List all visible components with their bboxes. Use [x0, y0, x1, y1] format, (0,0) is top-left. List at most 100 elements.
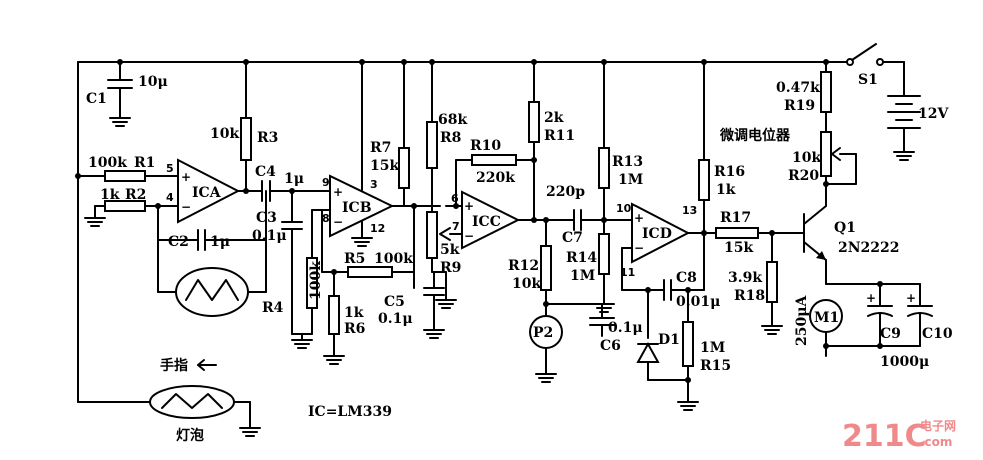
capacitor-c2 [155, 190, 267, 293]
r4-label: R4 [262, 300, 284, 316]
ground-icon [593, 303, 615, 313]
ic-note: IC=LM339 [308, 404, 392, 420]
capacitor-c5 [413, 271, 445, 339]
r15-label: R15 [700, 358, 731, 374]
svg-text:+: + [866, 291, 876, 305]
c8-label: C8 [676, 270, 697, 286]
r18-value: 3.9k [728, 270, 762, 286]
resistor-r7-group [398, 59, 410, 207]
resistor-r12-group [529, 217, 603, 383]
c6-label: C6 [600, 338, 621, 354]
ground-icon [435, 299, 457, 309]
c9-label: C9 [880, 326, 901, 342]
capacitor-c3 [281, 188, 303, 335]
c2-value: 1μ [210, 234, 230, 250]
capacitor-c8 [621, 232, 705, 301]
r14-value: 1M [570, 268, 595, 284]
r13-value: 1M [618, 172, 643, 188]
capacitor-c4 [261, 180, 331, 202]
r11-label: R11 [544, 128, 575, 144]
ground-icon [535, 373, 557, 383]
c3-value: 0.1μ [252, 228, 287, 244]
ica-label: ICA [192, 185, 222, 201]
icb-label: ICB [342, 200, 372, 216]
pin-10: 10 [616, 202, 632, 215]
pin-9: 9 [322, 176, 330, 189]
capacitor-c10: + [906, 283, 933, 347]
pin-12: 12 [370, 222, 385, 235]
c7-value: 220p [546, 184, 585, 200]
c1-value: 10μ [138, 74, 168, 90]
r18-label: R18 [734, 288, 765, 304]
r17-label: R17 [720, 210, 751, 226]
c4-label: C4 [255, 164, 276, 180]
icd-label: ICD [642, 226, 672, 242]
m1-label: M1 [814, 310, 839, 326]
svg-text:+: + [464, 199, 474, 213]
p2-label: P2 [533, 325, 553, 341]
c1-label: C1 [86, 91, 107, 107]
resistor-r13-r14-group [593, 59, 615, 313]
c5-label: C5 [384, 294, 405, 310]
opamp-ica: + − [177, 158, 241, 224]
resistor-r8-group [426, 59, 463, 309]
ground-icon [291, 339, 313, 349]
r11-value: 2k [544, 110, 564, 126]
q1-label: Q1 [834, 220, 856, 236]
pin-5: 5 [166, 162, 174, 175]
finger-indicator [197, 359, 217, 371]
opamp-icd: + − [631, 202, 691, 264]
input-network [75, 170, 179, 227]
r5-label: R5 [344, 251, 365, 267]
pin-8: 8 [322, 212, 330, 225]
svg-text:+: + [634, 211, 644, 225]
r14-label: R14 [566, 250, 597, 266]
battery-label: 12V [918, 106, 949, 122]
pin-4: 4 [166, 191, 174, 204]
resistor-r19-group [820, 59, 857, 191]
r2-value: 1k [100, 187, 120, 203]
r8-label: R8 [440, 130, 461, 146]
ground-icon [423, 329, 445, 339]
d1-label: D1 [658, 332, 680, 348]
c9-c10-value: 1000μ [880, 354, 929, 370]
svg-text:−: − [464, 229, 474, 243]
resistor-r4-group [291, 209, 331, 349]
c7-label: C7 [562, 230, 583, 246]
c2-label: C2 [168, 234, 189, 250]
r7-label: R7 [370, 140, 391, 156]
pin-11: 11 [620, 266, 635, 279]
c8-value: 0.01μ [676, 294, 720, 310]
r10-label: R10 [470, 138, 501, 154]
pot-note: 微调电位器 [719, 127, 791, 144]
ground-icon [109, 117, 131, 127]
r12-value: 10k [512, 276, 541, 292]
r20-label: R20 [788, 168, 819, 184]
pin-3: 3 [370, 178, 378, 191]
ground-icon [677, 401, 699, 411]
r4-value: 100k [308, 261, 324, 300]
svg-text:−: − [634, 241, 644, 255]
r5-value: 100k [374, 251, 413, 267]
r7-value: 15k [370, 158, 399, 174]
watermark-sub2: .com [920, 435, 952, 449]
resistor-r17-group [715, 227, 805, 335]
opamp-icb: + − [329, 174, 395, 238]
r1-label: R1 [134, 155, 155, 171]
diode-d1 [636, 287, 699, 411]
photo-sensor [157, 267, 267, 317]
resistor-r1 [104, 170, 146, 182]
capacitor-c9: + [866, 283, 893, 347]
finger-label: 手指 [160, 357, 188, 374]
r3-label: R3 [257, 130, 278, 146]
icc-label: ICC [472, 214, 501, 230]
r1-value: 100k [88, 155, 127, 171]
c4-value: 1μ [284, 171, 304, 187]
r3-value: 10k [210, 126, 239, 142]
s1-label: S1 [858, 72, 878, 88]
resistor-r10-group [453, 154, 535, 209]
r17-value: 15k [724, 240, 753, 256]
resistor-r3-group [237, 59, 263, 194]
watermark-main: 211C [842, 419, 927, 454]
